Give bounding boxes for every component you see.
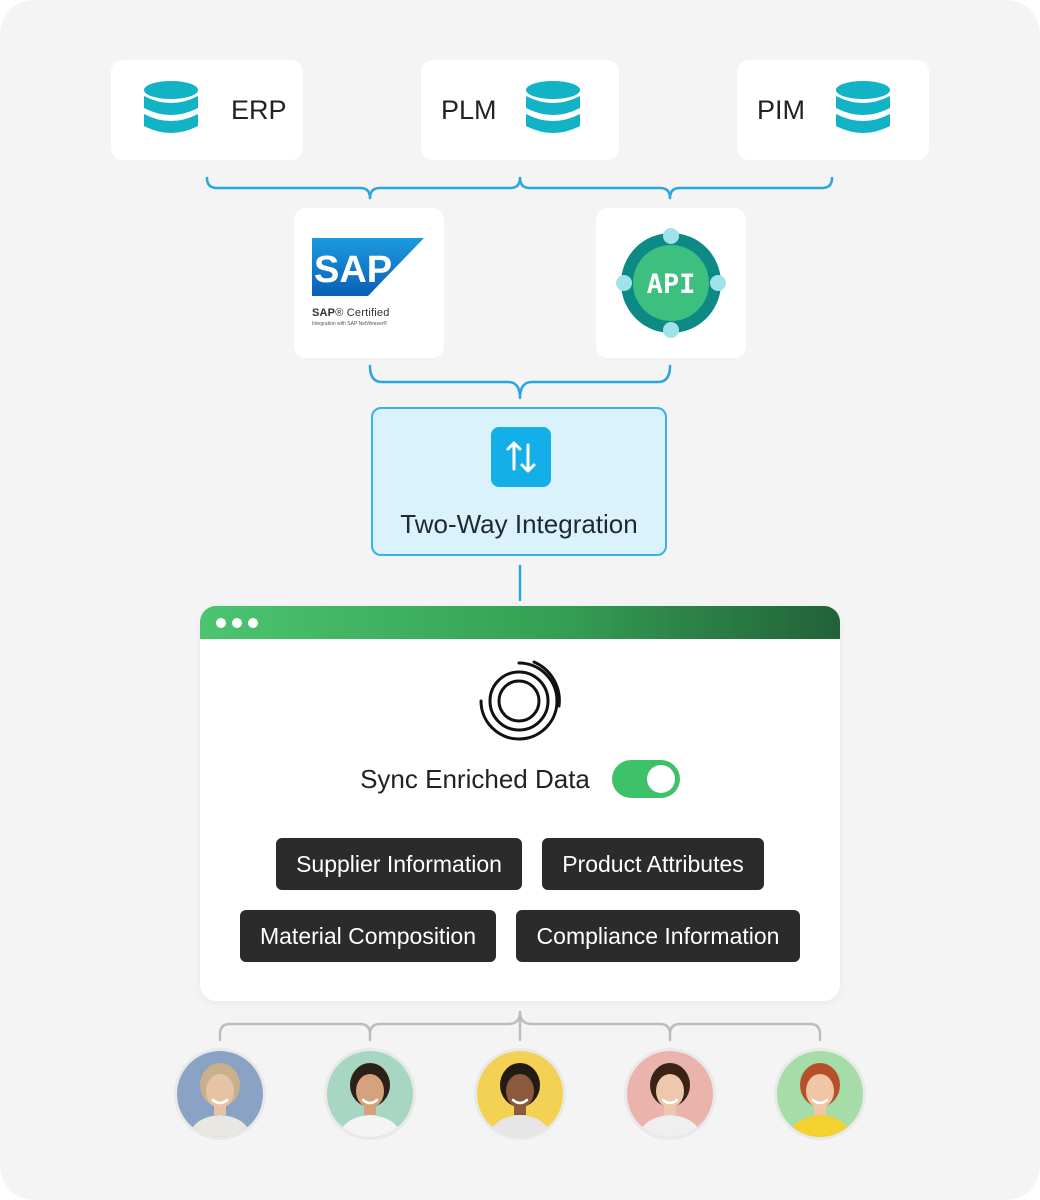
tag-material-composition[interactable]: Material Composition [240,910,496,962]
pim-card[interactable]: PIM [737,60,929,160]
connector-window-to-users [218,1010,822,1042]
app-window: Sync Enriched Data Supplier Information … [200,606,840,1001]
sync-enriched-data-label: Sync Enriched Data [360,763,590,794]
user-avatar[interactable] [174,1048,266,1140]
window-titlebar [200,606,840,639]
up-down-arrows-icon [491,427,551,487]
tag-supplier-information[interactable]: Supplier Information [276,838,522,890]
user-avatar[interactable] [474,1048,566,1140]
api-label: API [647,269,696,300]
connector-sources-to-api [518,176,834,200]
person-illustration [177,1051,263,1137]
window-dot [216,618,226,628]
window-dot [232,618,242,628]
database-icon [144,81,198,133]
plm-card[interactable]: PLM [421,60,619,160]
user-avatar[interactable] [774,1048,866,1140]
erp-label: ERP [231,94,287,125]
connector-logos-to-integration [368,364,672,400]
sap-card[interactable]: SAP SAP® Certified Integration with SAP … [294,208,444,358]
api-icon: API [616,228,726,338]
tag-compliance-information[interactable]: Compliance Information [516,910,800,962]
sap-logo: SAP [312,238,424,296]
sap-certified-subtext: Integration with SAP NetWeaver® [312,321,388,327]
two-way-integration-label: Two-Way Integration [400,509,638,539]
tag-product-attributes[interactable]: Product Attributes [542,838,764,890]
sap-certified-text: SAP® Certified [312,307,390,319]
person-illustration [477,1051,563,1137]
sync-toggle[interactable] [611,760,680,798]
window-dot [248,618,258,628]
person-illustration [777,1051,863,1137]
sync-row: Sync Enriched Data [200,756,840,802]
database-icon [836,81,891,133]
brand-logo-icon [479,660,561,741]
person-illustration [627,1051,713,1137]
pim-label: PIM [757,94,806,125]
toggle-knob [646,765,675,793]
two-way-integration-box[interactable]: Two-Way Integration [371,407,667,556]
api-card[interactable]: API [596,208,746,358]
sap-logo-text: SAP [314,249,392,291]
plm-label: PLM [441,94,497,125]
connector-sources-to-sap [205,176,522,200]
user-avatar[interactable] [624,1048,716,1140]
erp-card[interactable]: ERP [111,60,303,160]
database-icon [525,81,580,133]
person-illustration [327,1051,413,1137]
user-avatar[interactable] [324,1048,416,1140]
